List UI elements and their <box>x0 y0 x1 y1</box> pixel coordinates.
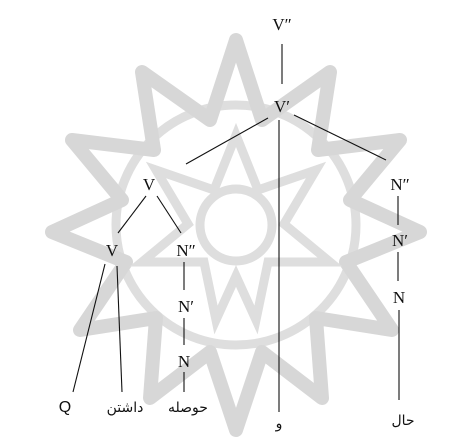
leaf-hosele: حوصله <box>168 400 208 416</box>
edge-vmid-ndbar-mid <box>156 195 182 234</box>
leaf-va: و <box>275 416 283 432</box>
leaf-hal: حال <box>391 413 414 429</box>
node-v-low: V <box>106 241 119 260</box>
tree-nodes: V″ V′ V V N″ N′ N N″ N′ N <box>106 15 410 371</box>
edge-vbar-vmid <box>185 117 269 165</box>
tree-leaves: Q داشتن حوصله و حال <box>59 399 415 432</box>
tree-edges <box>72 44 400 412</box>
node-v-double-bar: V″ <box>272 15 291 34</box>
node-n-double-bar-mid: N″ <box>176 241 195 260</box>
edge-vlow-dashtan <box>116 265 123 393</box>
node-n-double-bar-right: N″ <box>390 175 409 194</box>
node-n-right: N <box>393 288 405 307</box>
node-v-bar: V′ <box>274 97 290 116</box>
leaf-q: Q <box>59 399 71 416</box>
edge-vlow-q <box>72 263 106 393</box>
edge-vmid-vlow <box>117 195 147 234</box>
node-n-bar-mid: N′ <box>178 297 194 316</box>
node-v-mid: V <box>143 175 156 194</box>
watermark-rosette <box>45 33 427 437</box>
edge-vbar-ndbar-right <box>293 114 387 161</box>
node-n-bar-right: N′ <box>392 231 408 250</box>
node-n-mid: N <box>178 352 190 371</box>
leaf-dashtan: داشتن <box>107 400 144 416</box>
